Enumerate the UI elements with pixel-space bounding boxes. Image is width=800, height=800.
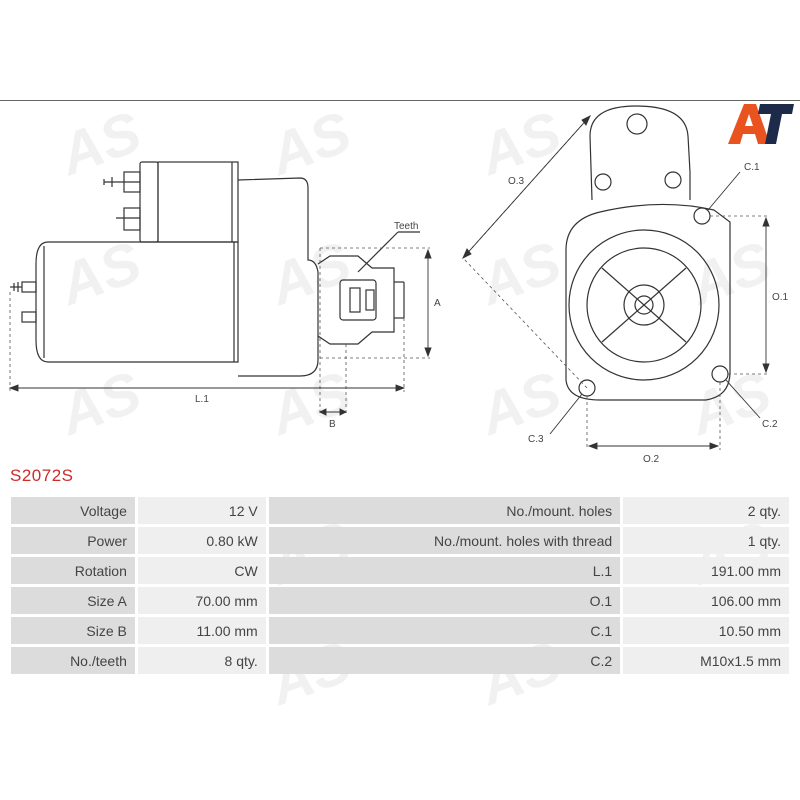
label-o3: O.3 [508, 176, 525, 187]
label-a: A [434, 298, 441, 309]
label-teeth: Teeth [394, 221, 418, 232]
spec-value: 70.00 mm [137, 587, 266, 614]
spec-value: 8 qty. [137, 647, 266, 674]
spec-value: CW [137, 557, 266, 584]
spec-label: No./mount. holes [268, 497, 621, 524]
spec-label: Power [11, 527, 135, 554]
spec-value: 2 qty. [623, 497, 789, 524]
spec-label: Rotation [11, 557, 135, 584]
label-o2: O.2 [643, 454, 660, 465]
spec-value: 191.00 mm [623, 557, 789, 584]
spec-value: 11.00 mm [137, 617, 266, 644]
spec-label: Voltage [11, 497, 135, 524]
label-l1: L.1 [195, 394, 209, 405]
label-c1: C.1 [744, 162, 760, 173]
brand-logo [728, 104, 794, 144]
spec-label: Size A [11, 587, 135, 614]
spec-value: 1 qty. [623, 527, 789, 554]
spec-value: M10x1.5 mm [623, 647, 789, 674]
spec-value: 12 V [137, 497, 266, 524]
label-b: B [329, 419, 336, 430]
spec-label: C.2 [268, 647, 621, 674]
spec-label: L.1 [268, 557, 621, 584]
part-number: S2072S [10, 466, 74, 485]
spec-value: 106.00 mm [623, 587, 789, 614]
label-c3: C.3 [528, 434, 544, 445]
technical-drawing: Teeth A L.1 B O.3 C.1 O.1 C.2 O.2 C.3 [8, 105, 789, 465]
label-o1: O.1 [772, 292, 789, 303]
spec-label: No./teeth [11, 647, 135, 674]
spec-label: No./mount. holes with thread [268, 527, 621, 554]
spec-label: O.1 [268, 587, 621, 614]
spec-label: C.1 [268, 617, 621, 644]
spec-label: Size B [11, 617, 135, 644]
top-divider [0, 100, 800, 101]
label-c2: C.2 [762, 419, 778, 430]
spec-value: 10.50 mm [623, 617, 789, 644]
spec-value: 0.80 kW [137, 527, 266, 554]
